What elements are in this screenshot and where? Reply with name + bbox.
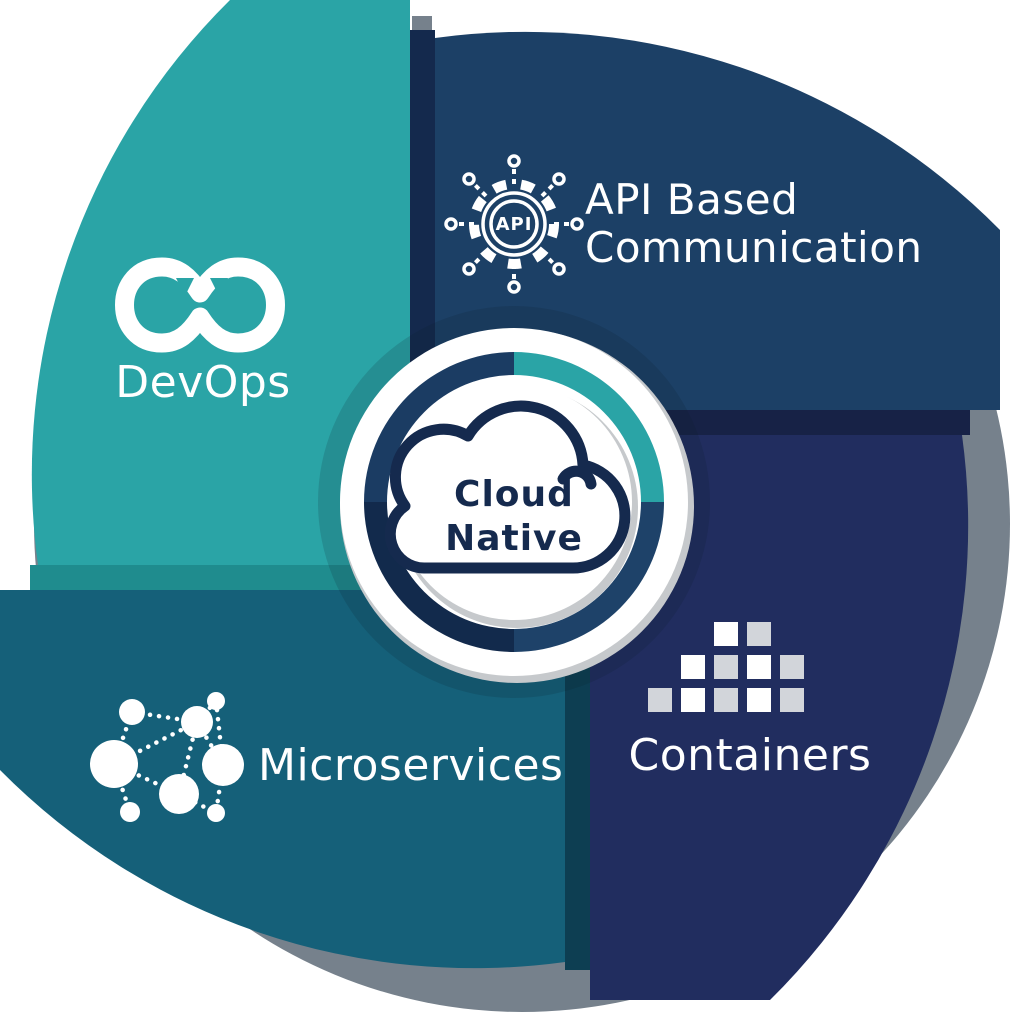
network-nodes	[90, 692, 244, 822]
api-gear-label: API	[496, 214, 533, 235]
infinity-loop	[115, 257, 285, 353]
container-block	[714, 655, 738, 679]
container-block	[714, 622, 738, 646]
infinity-arrow-notch-left	[176, 278, 194, 296]
center-label-line1: Cloud	[454, 474, 574, 515]
api-label-line2: Communication	[585, 223, 923, 272]
microservices-label: Microservices	[258, 740, 563, 791]
container-block	[681, 655, 705, 679]
container-block	[780, 655, 804, 679]
container-block	[714, 688, 738, 712]
cloud-icon	[384, 400, 631, 574]
container-block	[747, 655, 771, 679]
ring-quadrant-top-left	[364, 352, 514, 502]
ring-quadrant-bottom-right	[514, 502, 664, 652]
container-blocks-icon	[648, 622, 804, 712]
container-block	[681, 688, 705, 712]
ring-quadrant-top-right	[514, 352, 664, 502]
container-block	[648, 688, 672, 712]
gear-body-outline	[481, 191, 547, 257]
container-block	[747, 622, 771, 646]
container-block	[747, 688, 771, 712]
container-block	[780, 688, 804, 712]
api-gear-icon	[444, 154, 584, 294]
cloud-curl-detail	[557, 465, 597, 490]
center-medallion: Cloud Native	[318, 306, 710, 698]
devops-infinity-icon	[115, 257, 285, 353]
api-label-line1: API Based	[585, 175, 798, 224]
containers-label: Containers	[629, 730, 872, 781]
network-nodes-icon	[90, 692, 244, 822]
infinity-arrow-notch-right	[210, 278, 228, 296]
center-label-line2: Native	[445, 518, 583, 559]
gear-teeth-ring	[469, 179, 559, 269]
gear-inner-circle	[489, 199, 539, 249]
api-connector-nodes	[444, 154, 584, 294]
devops-label: DevOps	[115, 357, 290, 408]
ring-quadrant-bottom-left	[364, 502, 514, 652]
